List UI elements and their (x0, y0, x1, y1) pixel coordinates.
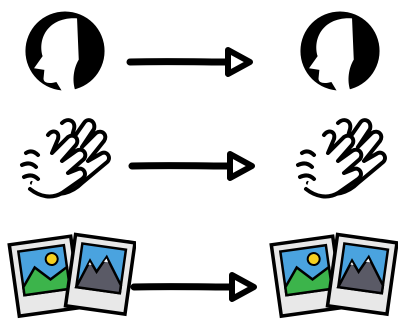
row-photos (0, 218, 399, 329)
right-arrow-icon (126, 47, 253, 77)
right-arrow-icon (128, 151, 255, 181)
speaking-head-icon (300, 11, 380, 91)
right-arrow-icon (130, 272, 257, 302)
photographs-icon (7, 232, 136, 319)
clapping-hands-icon (20, 118, 111, 199)
clapping-hands-icon (296, 118, 387, 199)
speaking-head-icon (25, 11, 105, 91)
photographs-icon (269, 232, 398, 319)
row-clapping (0, 105, 399, 210)
row-speaking (0, 0, 399, 105)
